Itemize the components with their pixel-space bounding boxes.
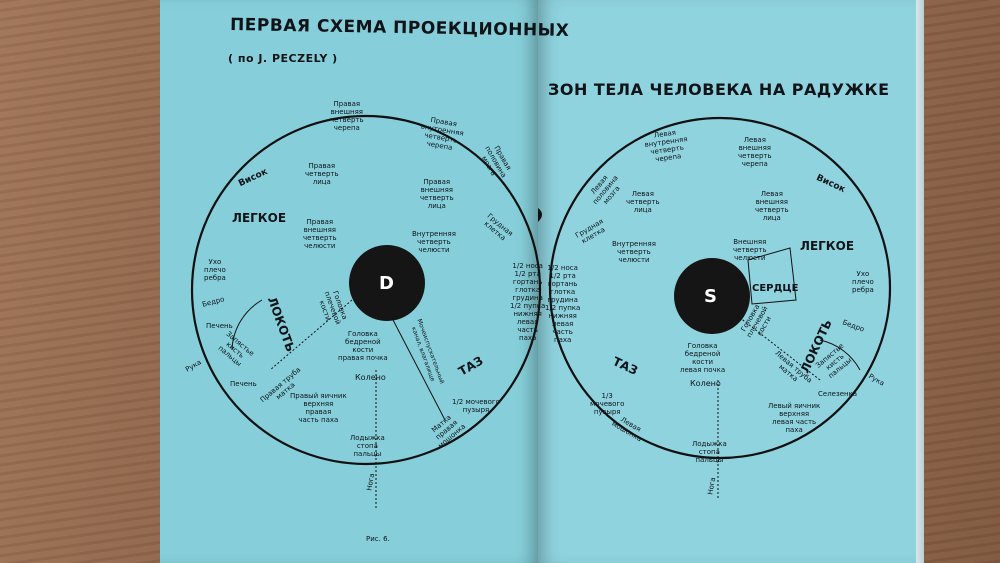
- right-label: ЛЕГКОЕ: [800, 239, 855, 253]
- right-label: Внутренняя четверть челюсти: [612, 240, 656, 264]
- right-label: Селезенка: [818, 390, 858, 398]
- left-pupil: [349, 245, 425, 321]
- left-label: Правая внешняя четверть лица: [420, 178, 454, 210]
- right-label: Ухо плечо ребра: [852, 270, 874, 294]
- left-label: 1/2 носа 1/2 рта гортань глотка грудина …: [510, 262, 546, 342]
- left-label: Колено: [355, 373, 386, 382]
- right-label: Головка бедреной кости левая почка: [680, 342, 726, 374]
- right-label: Левая внутренняя четверть черепа: [644, 128, 689, 164]
- left-label: Ухо плечо ребра: [204, 258, 226, 282]
- left-label: Правая внешняя четверть челюсти: [303, 218, 337, 250]
- left-label: Лодыжка стопа пальцы: [350, 434, 385, 458]
- right-label: Колено: [690, 379, 721, 388]
- left-label: Головка бедреной кости правая почка: [338, 330, 388, 362]
- right-label: Лодыжка стопа пальцы: [692, 440, 727, 464]
- heart-zone: [747, 247, 797, 305]
- left-label: ЛЕГКОЕ: [232, 211, 287, 225]
- right-label: СЕРДЦЕ: [752, 283, 799, 294]
- left-label: Правая четверть лица: [305, 162, 339, 186]
- left-iris-outline: [190, 114, 542, 466]
- right-pupil-letter: S: [704, 286, 718, 307]
- right-label: Левая четверть лица: [626, 190, 660, 214]
- left-label: Правый яичник верхняя правая часть паха: [290, 392, 347, 424]
- right-pupil: [674, 258, 750, 334]
- left-label: Правая внешняя четверть черепа: [330, 100, 364, 132]
- left-label: Печень: [230, 380, 257, 388]
- left-label: 1/2 мочевого пузыря: [452, 398, 500, 414]
- right-label: 1/2 носа 1/2 рта гортань глотка грудина …: [545, 264, 581, 344]
- left-label: Внутренняя четверть челюсти: [412, 230, 456, 254]
- left-label: Печень: [206, 322, 233, 330]
- subtitle: ( по J. PECZELY ): [228, 52, 338, 65]
- right-iris-outline: [548, 116, 892, 460]
- left-page: [160, 0, 538, 563]
- right-label: Левая внешняя четверть лица: [755, 190, 789, 222]
- right-label: Левая внешняя четверть черепа: [738, 136, 772, 168]
- left-pupil-letter: D: [379, 273, 395, 294]
- right-label: Левый яичник верхняя левая часть паха: [768, 402, 821, 434]
- page-edge: [916, 0, 924, 563]
- figure-caption: Рис. 6.: [366, 535, 390, 543]
- title-right: ЗОН ТЕЛА ЧЕЛОВЕКА НА РАДУЖКЕ: [548, 80, 890, 99]
- right-label: Внешняя четверть челюсти: [733, 238, 767, 262]
- right-label: 1/3 мочевого пузыря: [590, 392, 625, 416]
